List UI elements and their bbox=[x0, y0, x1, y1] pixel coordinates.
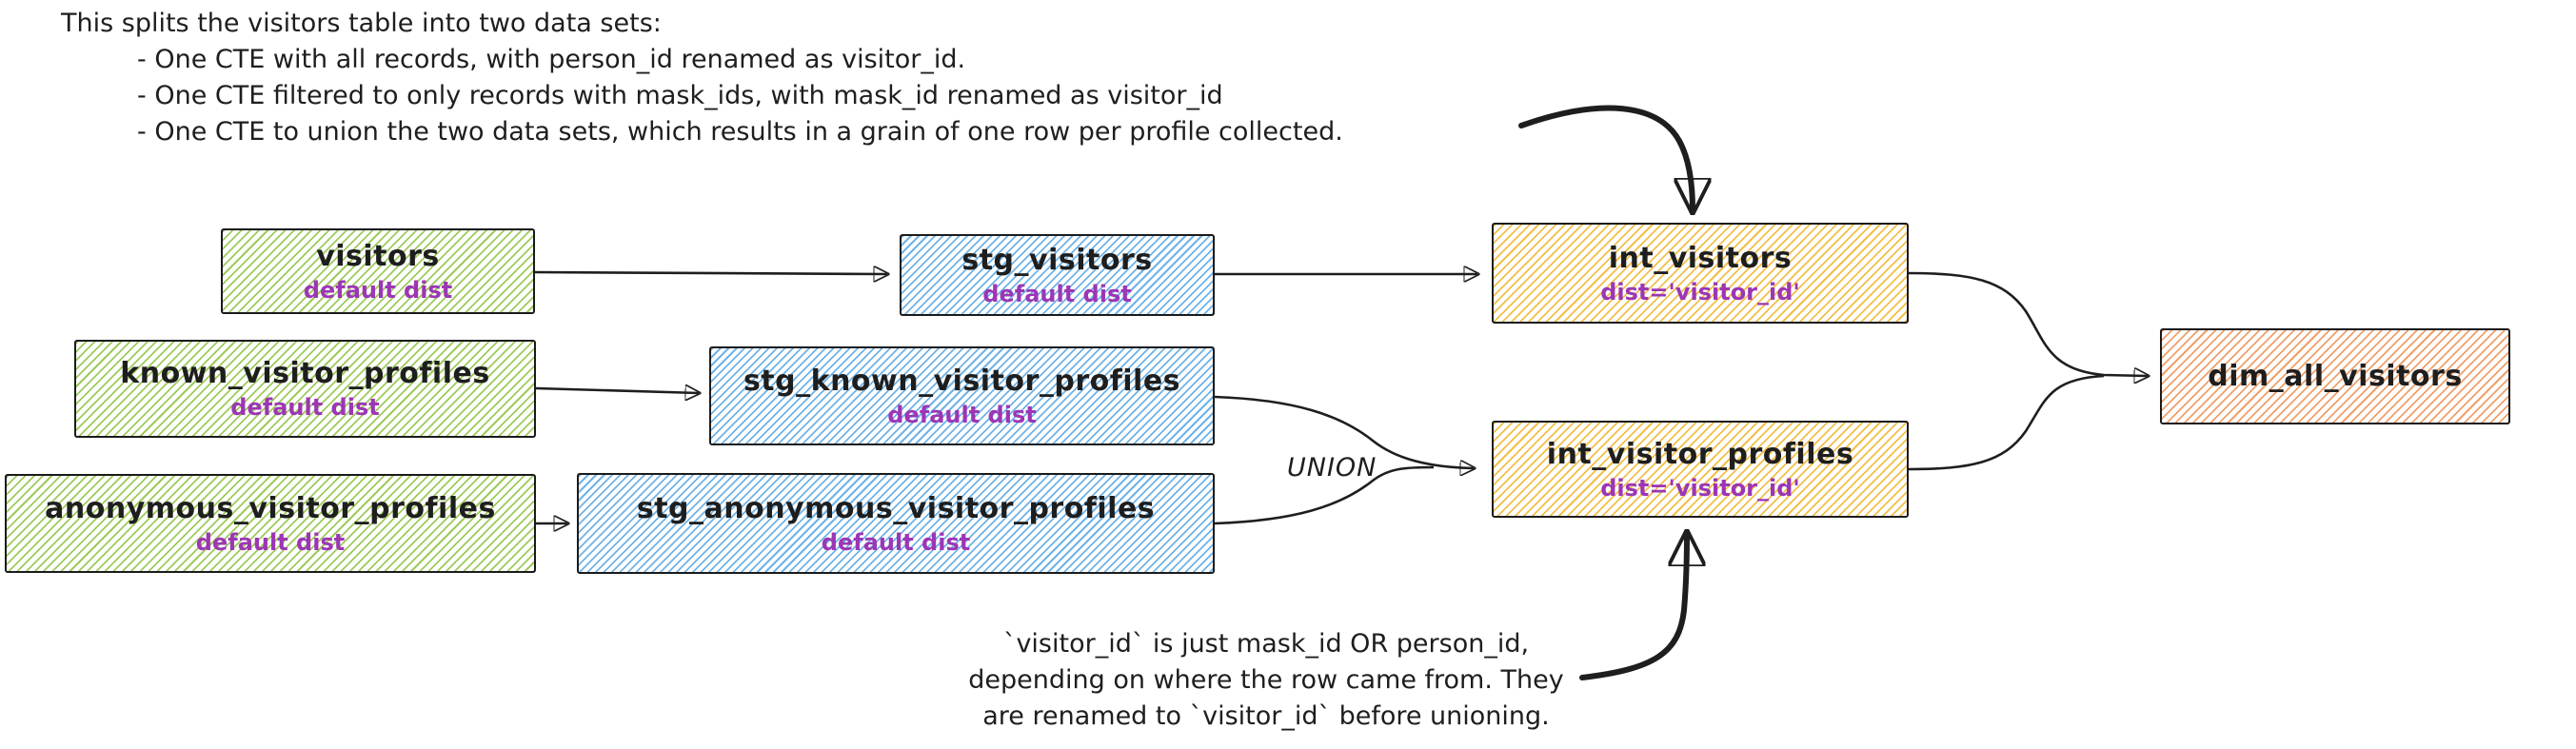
node-int-visitor-profiles-subtitle: dist='visitor_id' bbox=[1600, 474, 1800, 502]
node-stg-visitors-title: stg_visitors bbox=[961, 243, 1153, 277]
callout-arrow-top-note-to-int-visitors bbox=[1518, 105, 1693, 209]
top-note-bullet-3: - One CTE to union the two data sets, wh… bbox=[137, 117, 1343, 147]
node-int-visitors-title: int_visitors bbox=[1608, 241, 1793, 275]
node-visitors-subtitle: default dist bbox=[303, 276, 453, 304]
node-int-visitor-profiles: int_visitor_profiles dist='visitor_id' bbox=[1492, 421, 1909, 518]
node-known-visitor-profiles-subtitle: default dist bbox=[230, 394, 380, 421]
top-note: This splits the visitors table into two … bbox=[61, 6, 1343, 150]
node-stg-anonymous-visitor-profiles: stg_anonymous_visitor_profiles default d… bbox=[577, 473, 1215, 574]
node-int-visitors: int_visitors dist='visitor_id' bbox=[1492, 223, 1909, 324]
bottom-note-line-3: are renamed to `visitor_id` before union… bbox=[982, 701, 1550, 731]
node-visitors-title: visitors bbox=[316, 239, 440, 273]
node-stg-anonymous-visitor-profiles-title: stg_anonymous_visitor_profiles bbox=[636, 491, 1156, 525]
top-note-bullets: - One CTE with all records, with person_… bbox=[61, 42, 1343, 150]
node-anonymous-visitor-profiles-title: anonymous_visitor_profiles bbox=[45, 491, 496, 525]
node-stg-anonymous-visitor-profiles-subtitle: default dist bbox=[821, 528, 971, 556]
node-visitors: visitors default dist bbox=[221, 228, 535, 314]
node-known-visitor-profiles-title: known_visitor_profiles bbox=[120, 357, 490, 390]
top-note-bullet-1: - One CTE with all records, with person_… bbox=[137, 45, 966, 74]
edge-int-visitor-profiles-to-dim bbox=[1908, 374, 2105, 471]
edge-int-visitors-to-dim bbox=[1908, 271, 2148, 376]
union-label: UNION bbox=[1287, 453, 1377, 483]
bottom-note-line-2: depending on where the row came from. Th… bbox=[968, 665, 1564, 695]
node-stg-known-visitor-profiles: stg_known_visitor_profiles default dist bbox=[709, 346, 1215, 445]
node-anonymous-visitor-profiles: anonymous_visitor_profiles default dist bbox=[5, 474, 536, 573]
node-stg-known-visitor-profiles-subtitle: default dist bbox=[887, 401, 1037, 428]
top-note-bullet-2: - One CTE filtered to only records with … bbox=[137, 81, 1223, 110]
node-stg-visitors: stg_visitors default dist bbox=[900, 234, 1215, 316]
bottom-note: `visitor_id` is just mask_id OR person_i… bbox=[942, 626, 1590, 735]
edge-visitors-to-stg-visitors bbox=[534, 272, 887, 274]
node-stg-known-visitor-profiles-title: stg_known_visitor_profiles bbox=[743, 364, 1181, 398]
callout-arrow-bottom-note-to-int-visitor-profiles bbox=[1579, 535, 1687, 680]
edge-known-to-stg-known bbox=[535, 388, 699, 393]
top-note-intro: This splits the visitors table into two … bbox=[61, 9, 662, 38]
node-int-visitor-profiles-title: int_visitor_profiles bbox=[1546, 437, 1854, 471]
node-dim-all-visitors-title: dim_all_visitors bbox=[2208, 360, 2463, 393]
node-dim-all-visitors: dim_all_visitors bbox=[2160, 328, 2510, 424]
node-int-visitors-subtitle: dist='visitor_id' bbox=[1600, 278, 1800, 306]
node-anonymous-visitor-profiles-subtitle: default dist bbox=[195, 528, 346, 556]
node-stg-visitors-subtitle: default dist bbox=[982, 280, 1132, 307]
node-known-visitor-profiles: known_visitor_profiles default dist bbox=[74, 340, 536, 438]
bottom-note-line-1: `visitor_id` is just mask_id OR person_i… bbox=[1002, 629, 1530, 659]
